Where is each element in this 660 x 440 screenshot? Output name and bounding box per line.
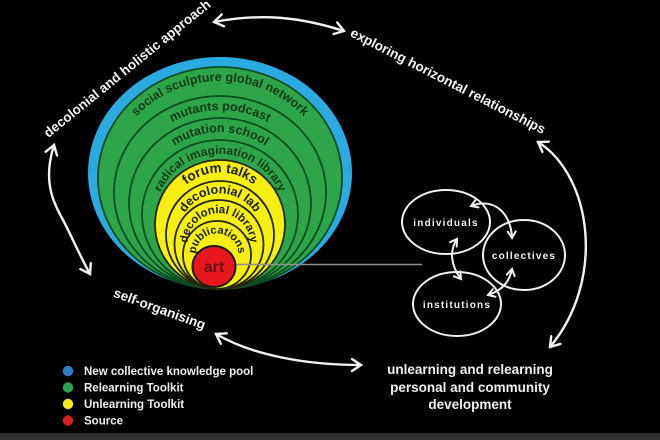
cluster-label-institutions: institutions xyxy=(423,300,491,311)
legend-label-source: Source xyxy=(84,416,123,428)
cycle-arrows-group xyxy=(44,13,587,373)
cluster-label-individuals: individuals xyxy=(413,218,478,229)
arrow-individuals-institutions xyxy=(449,237,463,281)
legend-label-unlearning-toolkit: Unlearning Toolkit xyxy=(84,399,184,411)
legend-dot-relearning-toolkit xyxy=(62,382,74,393)
ring-art xyxy=(191,245,237,288)
cluster-group: individuals collectives institutions xyxy=(401,189,566,337)
legend-label-relearning-toolkit: Relearning Toolkit xyxy=(84,383,184,395)
cycle-arrow-top xyxy=(211,13,347,36)
outcome-text-block: unlearning and relearning personal and c… xyxy=(387,362,553,412)
legend-dot-new-collective-knowledge-pool xyxy=(62,365,74,377)
arrow-individuals-collectives xyxy=(469,198,517,240)
arrow-collectives-institutions xyxy=(486,267,516,298)
cluster-circle-collectives xyxy=(482,219,566,291)
ring-label-art: art xyxy=(204,259,225,276)
cycle-arrow-left xyxy=(44,142,93,276)
legend-label-new-collective-knowledge-pool: New collective knowledge pool xyxy=(84,366,253,378)
outcome-line-2: personal and community xyxy=(390,380,550,395)
outcome-line-1: unlearning and relearning xyxy=(387,362,553,377)
cycle-arrow-bottom xyxy=(214,332,364,373)
legend-group: New collective knowledge pool Relearning… xyxy=(62,365,253,428)
cluster-label-collectives: collectives xyxy=(492,251,556,262)
cycle-arrow-right xyxy=(536,140,587,349)
legend-dot-unlearning-toolkit xyxy=(62,398,74,410)
outcome-line-3: development xyxy=(428,397,512,412)
legend-dot-source xyxy=(62,415,74,426)
nested-circles-group: social sculpture global network mutants … xyxy=(88,57,352,290)
bottom-edge-strip xyxy=(0,433,660,440)
